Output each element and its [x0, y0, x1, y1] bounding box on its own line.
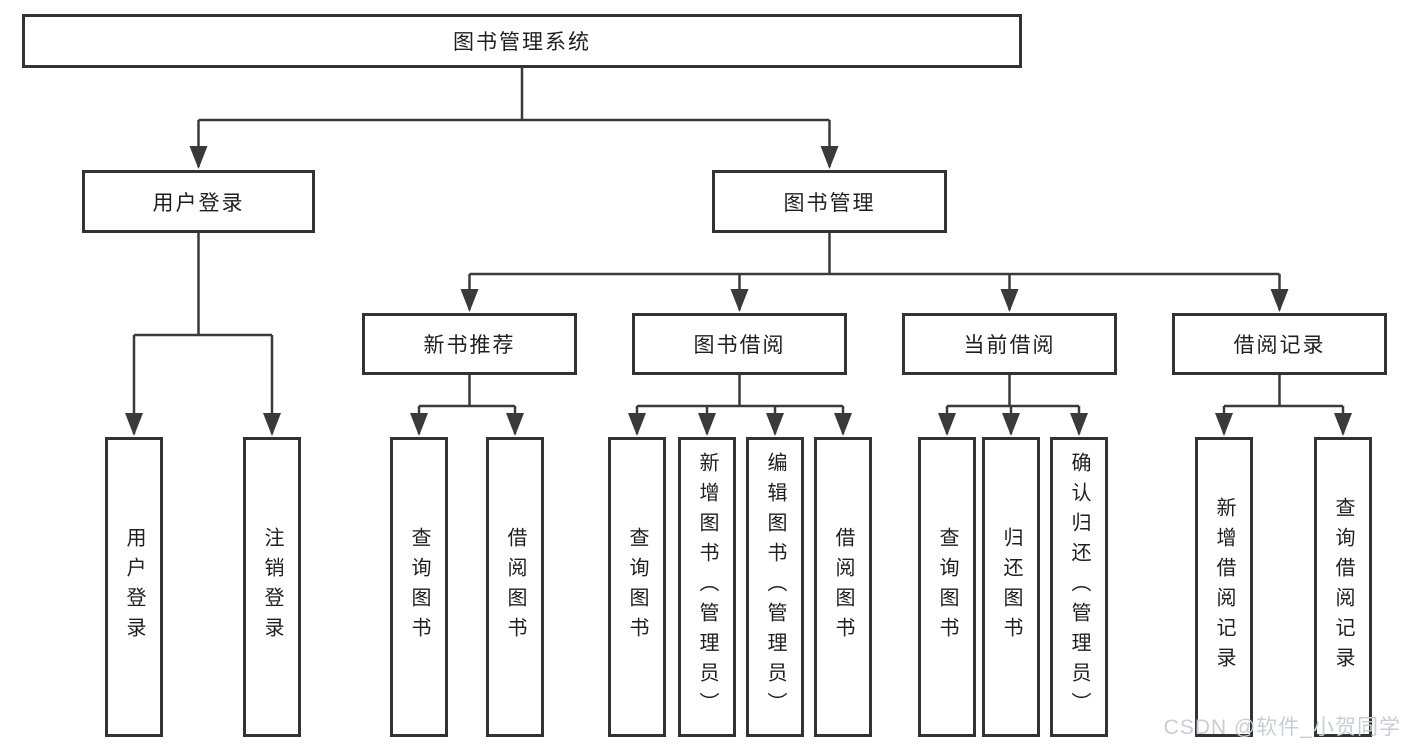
leaf-query-books-borrow: 查询图书 — [608, 437, 666, 737]
connector-arrows — [125, 120, 1352, 436]
node-root-label: 图书管理系统 — [453, 31, 591, 54]
node-borrow-records-label: 借阅记录 — [1233, 334, 1326, 357]
node-new-book-recommend: 新书推荐 — [362, 313, 577, 375]
node-book-borrow-label: 图书借阅 — [693, 334, 786, 357]
node-book-management: 图书管理 — [712, 170, 947, 233]
leaf-add-book-admin-label: 新增图书（管理员） — [696, 452, 718, 722]
leaf-borrow-books-recommend: 借阅图书 — [486, 437, 544, 737]
node-current-borrow-label: 当前借阅 — [963, 334, 1056, 357]
node-user-login-label: 用户登录 — [152, 191, 245, 215]
leaf-add-borrow-record: 新增借阅记录 — [1195, 437, 1253, 737]
leaf-edit-book-admin: 编辑图书（管理员） — [746, 437, 804, 737]
leaf-query-books-recommend: 查询图书 — [390, 437, 448, 737]
node-borrow-records: 借阅记录 — [1172, 313, 1387, 375]
leaf-user-login-label: 用户登录 — [123, 527, 145, 647]
node-root: 图书管理系统 — [22, 14, 1022, 68]
leaf-user-login: 用户登录 — [105, 437, 163, 737]
leaf-return-books-label: 归还图书 — [1000, 527, 1022, 647]
watermark: CSDN @软件_小贺同学 — [1163, 716, 1401, 739]
leaf-query-books-recommend-label: 查询图书 — [408, 527, 430, 647]
leaf-query-books-current: 查询图书 — [918, 437, 976, 737]
leaf-edit-book-admin-label: 编辑图书（管理员） — [764, 452, 786, 722]
node-new-book-recommend-label: 新书推荐 — [423, 334, 516, 357]
leaf-logout: 注销登录 — [243, 437, 301, 737]
leaf-borrow-books-borrow-label: 借阅图书 — [832, 527, 854, 647]
leaf-query-borrow-record: 查询借阅记录 — [1314, 437, 1372, 737]
node-book-management-label: 图书管理 — [783, 191, 876, 215]
leaf-query-books-borrow-label: 查询图书 — [626, 527, 648, 647]
node-book-borrow: 图书借阅 — [632, 313, 847, 375]
leaf-return-books: 归还图书 — [982, 437, 1040, 737]
node-user-login: 用户登录 — [82, 170, 315, 233]
leaf-borrow-books-borrow: 借阅图书 — [814, 437, 872, 737]
leaf-add-book-admin: 新增图书（管理员） — [678, 437, 736, 737]
leaf-add-borrow-record-label: 新增借阅记录 — [1213, 497, 1235, 677]
leaf-confirm-return-admin: 确认归还（管理员） — [1050, 437, 1108, 737]
leaf-query-books-current-label: 查询图书 — [936, 527, 958, 647]
leaf-query-borrow-record-label: 查询借阅记录 — [1332, 497, 1354, 677]
leaf-confirm-return-admin-label: 确认归还（管理员） — [1068, 452, 1090, 722]
node-current-borrow: 当前借阅 — [902, 313, 1117, 375]
leaf-logout-label: 注销登录 — [261, 527, 283, 647]
leaf-borrow-books-recommend-label: 借阅图书 — [504, 527, 526, 647]
connector-trunks — [134, 68, 1343, 408]
